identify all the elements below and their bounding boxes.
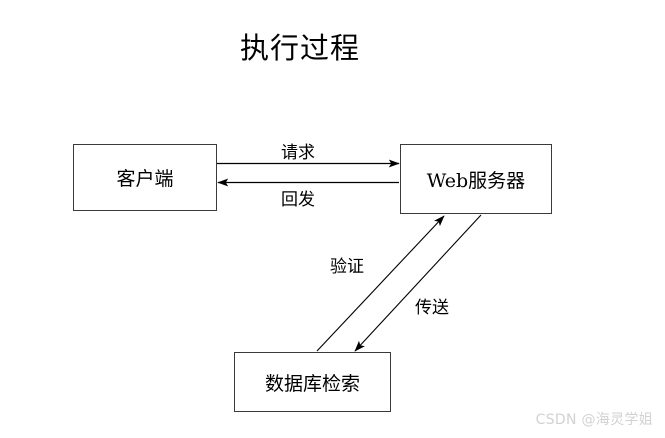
node-database[interactable]: 数据库检索 [234, 352, 391, 412]
node-web-server-label: Web服务器 [426, 169, 526, 192]
node-client-label: 客户端 [116, 168, 174, 190]
edge-label-postback: 回发 [281, 190, 315, 210]
edge-label-verify: 验证 [330, 257, 364, 277]
node-web-server[interactable]: Web服务器 [400, 144, 552, 214]
edge-label-transmit: 传送 [415, 298, 449, 318]
edge-label-request: 请求 [281, 143, 315, 163]
node-client[interactable]: 客户端 [73, 144, 217, 211]
page-title: 执行过程 [239, 31, 360, 65]
edge-verify-arrow [316, 215, 445, 352]
watermark: CSDN @海灵学姐 [535, 412, 653, 428]
node-database-label: 数据库检索 [264, 372, 360, 395]
edge-transmit-arrow [354, 214, 482, 352]
